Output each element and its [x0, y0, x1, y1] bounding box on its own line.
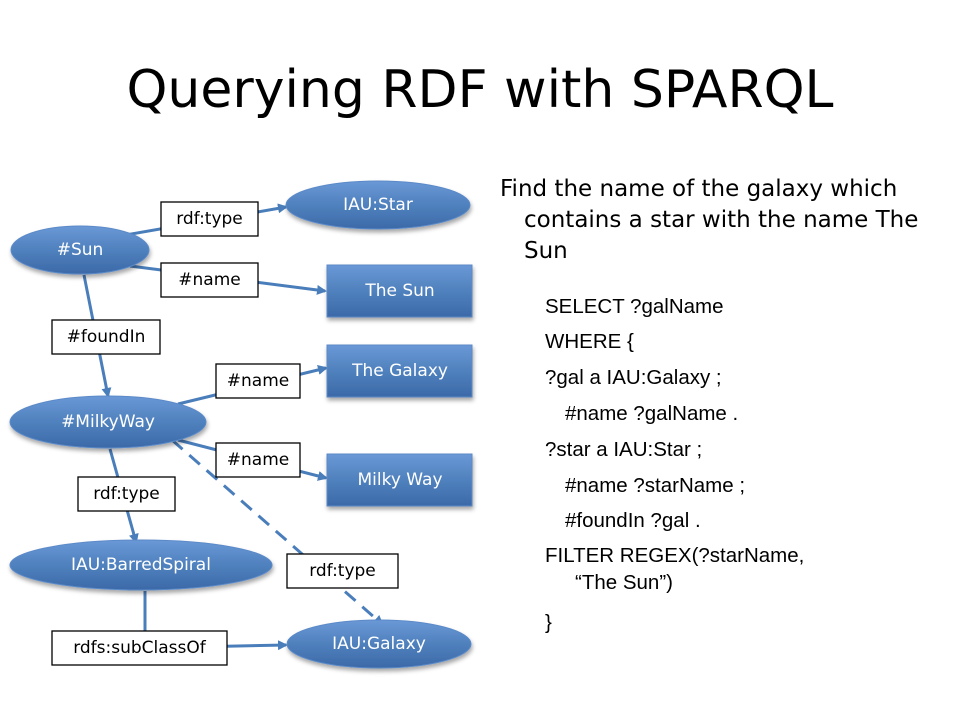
edge-label-sun-name: #name — [160, 262, 259, 298]
question-line: Find the name of the galaxy which contai… — [500, 176, 919, 264]
edge-label-mw-name-1-text: #name — [227, 371, 289, 391]
query-line: “The Sun”) — [575, 571, 673, 594]
edge-label-foundin: #foundIn — [51, 319, 161, 355]
node-sun[interactable]: #Sun — [10, 225, 150, 275]
node-the-sun-label: The Sun — [364, 281, 434, 301]
edge-label-subclass-text: rdfs:subClassOf — [73, 638, 207, 658]
node-milky-way-label: Milky Way — [357, 470, 442, 490]
node-milkyway[interactable]: #MilkyWay — [9, 395, 207, 449]
edge-label-sun-type: rdf:type — [160, 201, 259, 237]
query-line: WHERE { — [545, 330, 634, 353]
edge-label-foundin-text: #foundIn — [67, 327, 146, 347]
query-line: #name ?galName . — [565, 402, 739, 425]
edge-label-mw-type-dashed-text: rdf:type — [309, 561, 376, 581]
query-line: #foundIn ?gal . — [565, 509, 701, 532]
node-sun-label: #Sun — [57, 240, 104, 260]
edge-label-mw-type: rdf:type — [77, 476, 176, 512]
node-the-galaxy-label: The Galaxy — [351, 361, 448, 381]
query-line: FILTER REGEX(?starName, — [545, 544, 805, 567]
edge-label-sun-type-text: rdf:type — [176, 209, 243, 229]
edge-label-mw-name-2-text: #name — [227, 450, 289, 470]
edge-mw-type-dashed-line — [171, 438, 384, 626]
query-line: SELECT ?galName — [545, 295, 724, 318]
node-iau-star[interactable]: IAU:Star — [285, 180, 471, 230]
query-line: } — [545, 611, 552, 634]
node-barred-spiral-label: IAU:BarredSpiral — [71, 555, 211, 575]
question-text: Find the name of the galaxy which contai… — [500, 174, 920, 267]
node-milkyway-label: #MilkyWay — [61, 412, 155, 432]
node-iau-star-label: IAU:Star — [343, 195, 413, 215]
node-the-galaxy[interactable]: The Galaxy — [326, 344, 473, 398]
query-line: ?gal a IAU:Galaxy ; — [545, 366, 722, 389]
edge-label-mw-type-text: rdf:type — [93, 484, 160, 504]
node-iau-galaxy-label: IAU:Galaxy — [332, 634, 426, 654]
edge-label-subclass: rdfs:subClassOf — [51, 630, 228, 666]
edge-label-mw-name-2: #name — [215, 442, 301, 478]
edge-label-sun-name-text: #name — [178, 270, 240, 290]
node-iau-galaxy[interactable]: IAU:Galaxy — [286, 619, 472, 669]
query-line: ?star a IAU:Star ; — [545, 438, 703, 461]
node-barred-spiral[interactable]: IAU:BarredSpiral — [9, 539, 273, 591]
slide-title: Querying RDF with SPARQL — [126, 60, 834, 120]
edge-label-mw-type-dashed: rdf:type — [286, 553, 399, 589]
edge-label-mw-name-1: #name — [215, 363, 301, 399]
node-milky-way[interactable]: Milky Way — [326, 453, 473, 507]
node-the-sun[interactable]: The Sun — [326, 264, 473, 318]
query-line: #name ?starName ; — [565, 474, 746, 497]
